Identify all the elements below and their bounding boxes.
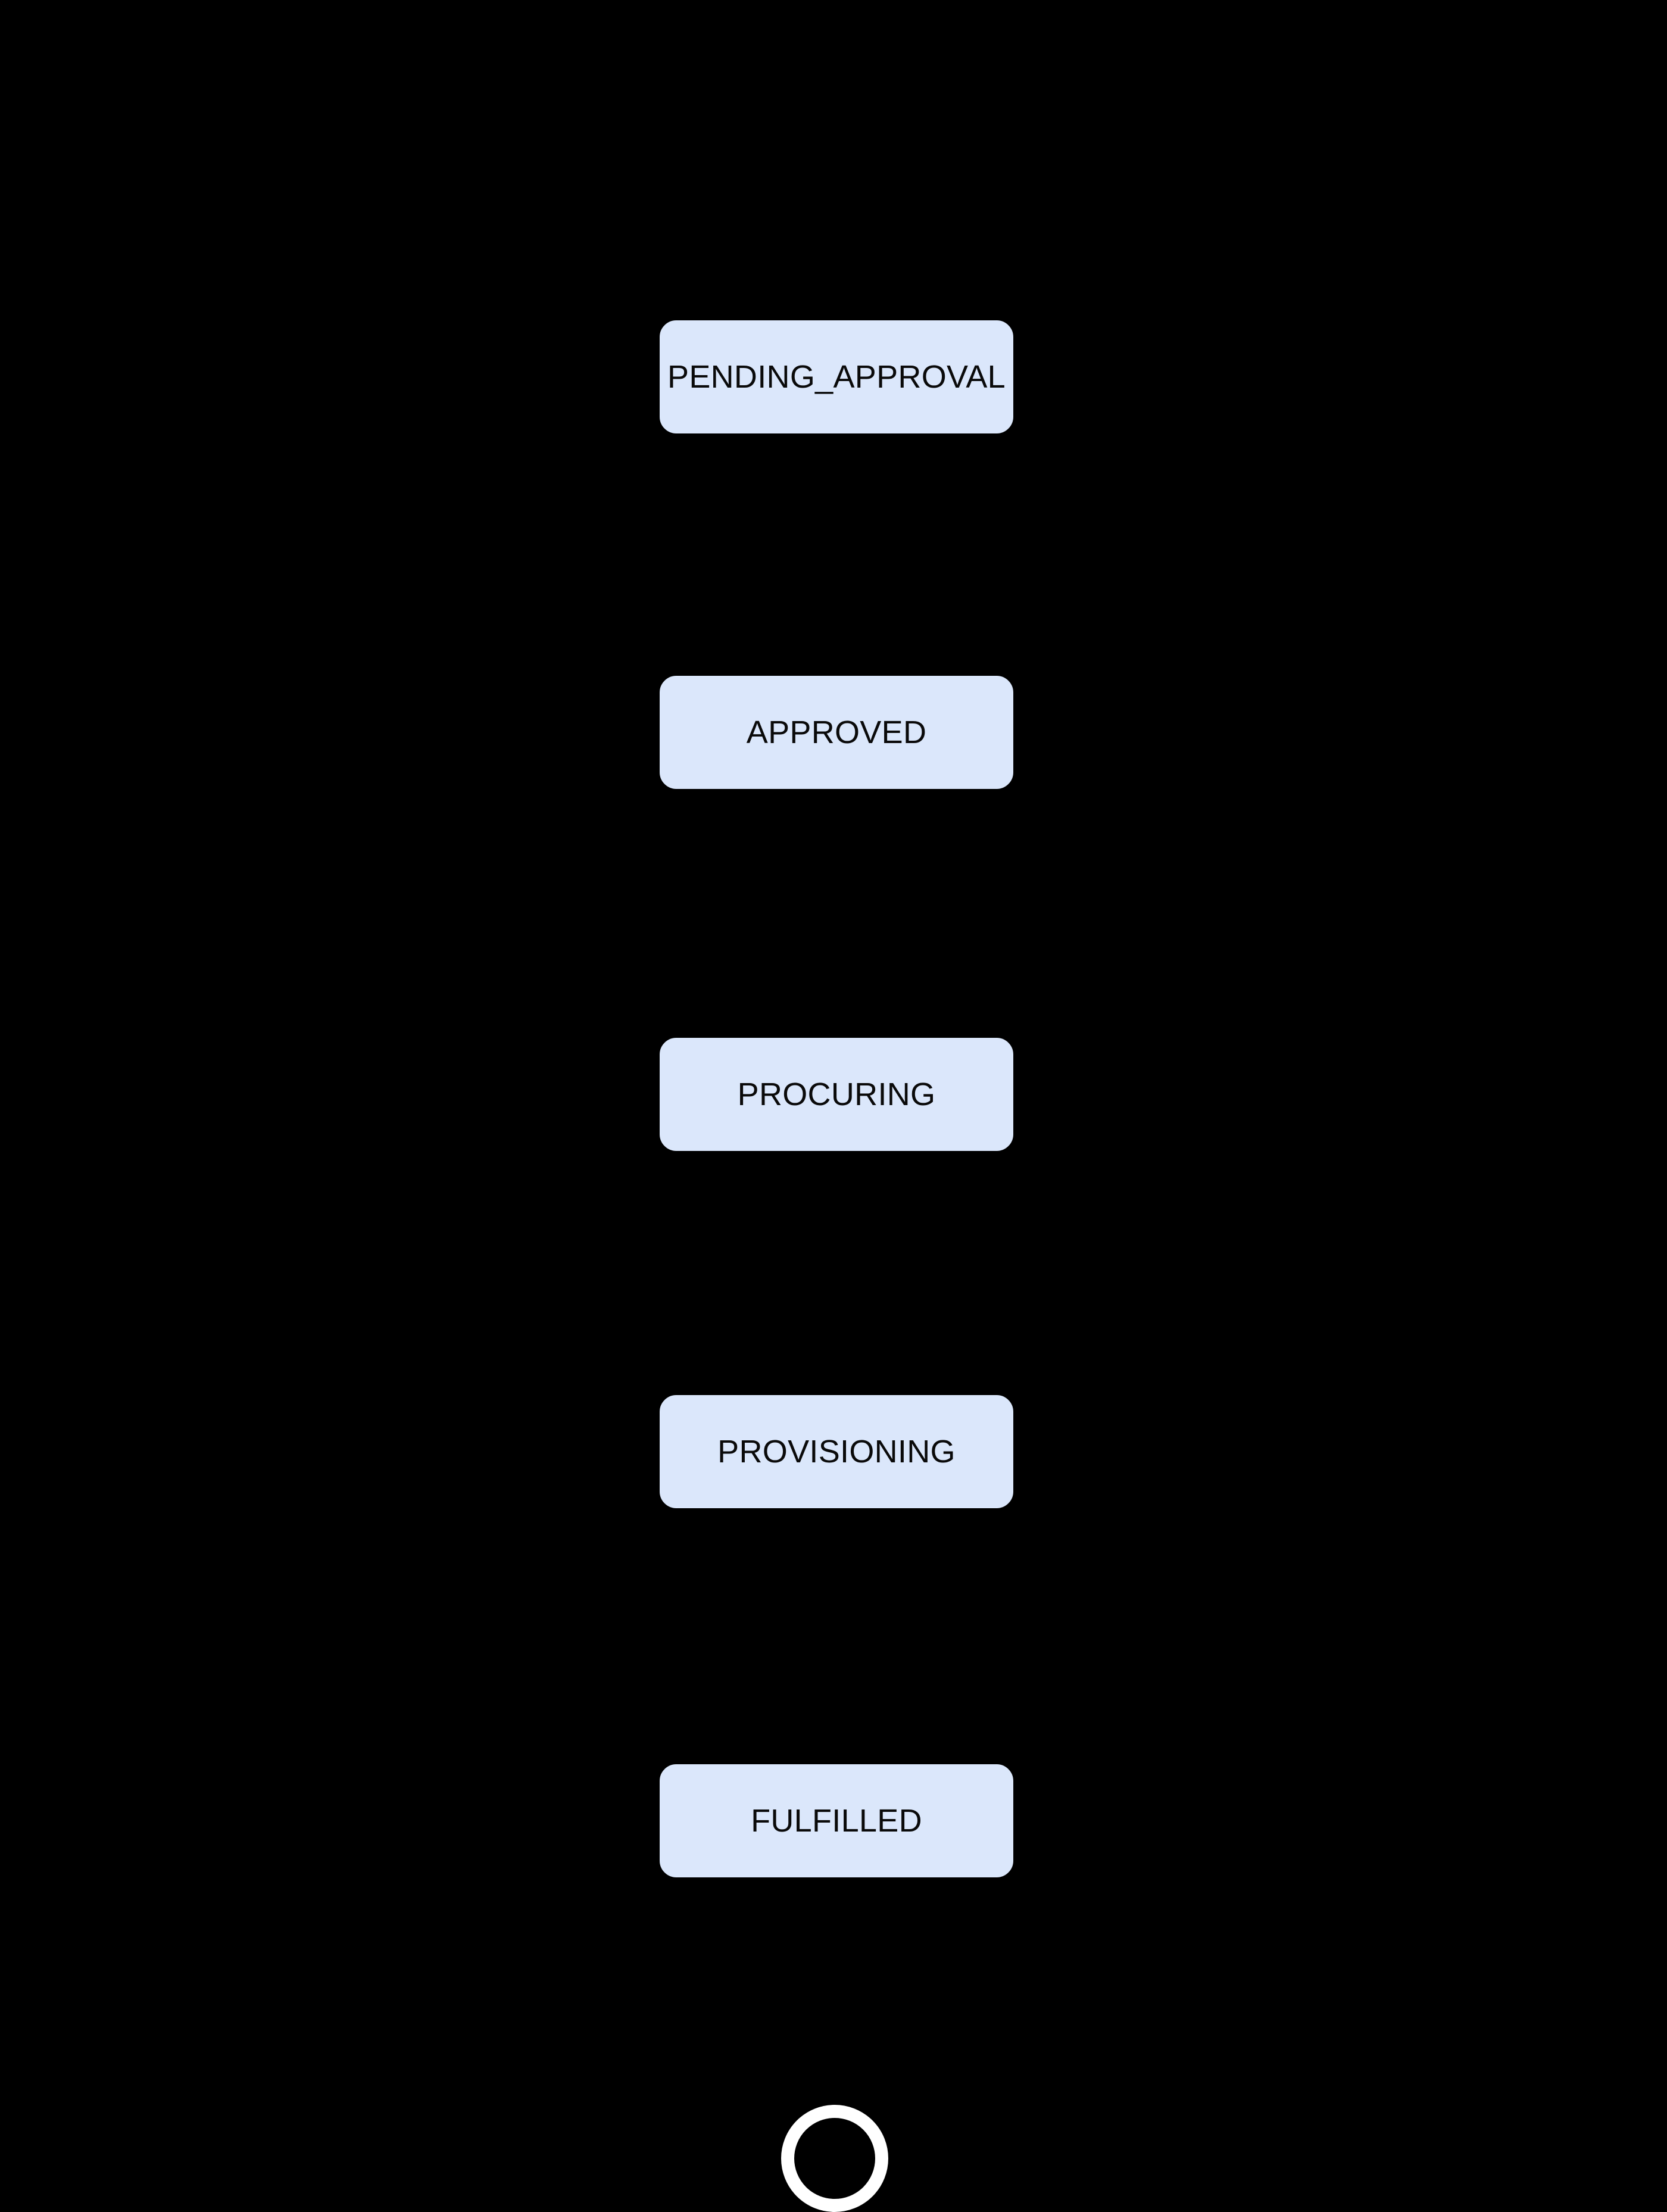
- end-state-circle-icon: [781, 2105, 888, 2212]
- edge-provisioning-fulfilled-arrowhead: [829, 1752, 844, 1764]
- edge-fulfilled-end-arrowhead: [828, 2093, 842, 2105]
- state-node-fulfilled[interactable]: FULFILLED: [660, 1764, 1013, 1877]
- state-node-label: PROCURING: [737, 1077, 936, 1112]
- state-node-label: FULFILLED: [751, 1803, 922, 1839]
- state-node-approved[interactable]: APPROVED: [660, 676, 1013, 789]
- edge-approved-procuring-arrowhead: [829, 1026, 844, 1038]
- state-node-label: PENDING_APPROVAL: [667, 359, 1006, 395]
- state-node-procuring[interactable]: PROCURING: [660, 1038, 1013, 1151]
- edge-procuring-provisioning-arrowhead: [829, 1383, 844, 1395]
- state-node-label: PROVISIONING: [717, 1434, 956, 1470]
- edge-fulfilled-end: [833, 1877, 838, 2105]
- state-node-label: APPROVED: [746, 715, 927, 750]
- state-node-pending-approval[interactable]: PENDING_APPROVAL: [660, 320, 1013, 433]
- state-node-provisioning[interactable]: PROVISIONING: [660, 1395, 1013, 1508]
- edge-pending-approved-arrowhead: [829, 664, 844, 676]
